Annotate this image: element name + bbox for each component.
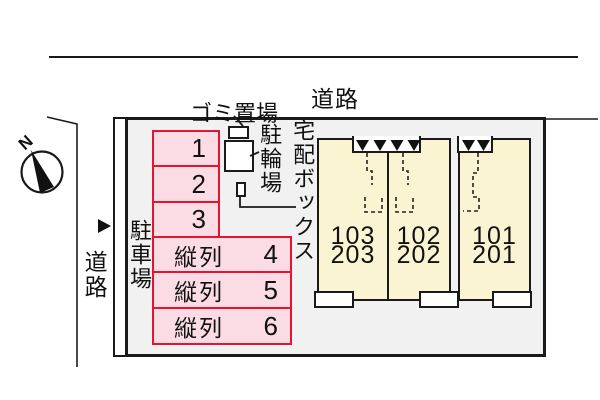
garbage-station-box [228, 126, 249, 139]
parking-space-number: 6 [263, 310, 278, 341]
compass-needle-icon [31, 150, 54, 193]
road-label-top: 道路 [311, 86, 359, 112]
parking-space-number: 1 [191, 133, 206, 163]
parking-space-prefix: 縦列 [174, 315, 224, 341]
entrance-alcove-right [457, 136, 493, 153]
parking-area-label: 駐車場 [127, 219, 152, 291]
unit-number-label: 102 202 [387, 222, 451, 269]
building-unit-102-202 [387, 138, 451, 301]
road-direction-arrow-icon [98, 219, 111, 233]
parking-space-prefix: 縦列 [174, 243, 224, 270]
boundary-line-left [46, 116, 78, 367]
unit-number-line: 202 [396, 241, 442, 269]
unit-number-line: 102 [396, 222, 442, 250]
parking-space-4: 縦列 4 [152, 236, 292, 273]
unit-number-line: 103 [330, 222, 376, 250]
building-step [314, 291, 354, 308]
parking-space-6: 縦列 6 [152, 307, 292, 345]
parking-space-5: 縦列 5 [152, 271, 292, 309]
delivery-box-label: 宅配ボックス [290, 119, 316, 263]
parking-space-number: 4 [263, 239, 278, 269]
unit-number-line: 201 [472, 241, 517, 269]
parking-space-1: 1 [152, 130, 220, 167]
entrance-alcove-left [352, 136, 421, 153]
bicycle-parking-label: 駐輪場 [257, 123, 283, 195]
unit-number-line: 203 [330, 241, 376, 269]
parking-space-number: 3 [191, 204, 206, 234]
building-step [492, 291, 532, 308]
parking-space-prefix: 縦列 [174, 279, 224, 305]
unit-number-label: 101 201 [458, 222, 531, 269]
compass-north-label: N [14, 131, 37, 154]
bicycle-parking-box [224, 140, 254, 172]
building-unit-103-203 [317, 138, 389, 301]
unit-number-line: 101 [472, 222, 517, 250]
parking-space-number: 5 [263, 274, 278, 305]
unit-number-label: 103 203 [317, 222, 389, 269]
compass-icon [20, 150, 64, 194]
parking-space-3: 3 [152, 201, 220, 238]
road-label-left: 道路 [81, 250, 108, 300]
parking-space-2: 2 [152, 165, 220, 203]
parking-space-number: 2 [191, 168, 206, 199]
building-unit-101-201 [458, 138, 531, 301]
delivery-box [236, 182, 246, 197]
building-step [419, 291, 459, 308]
